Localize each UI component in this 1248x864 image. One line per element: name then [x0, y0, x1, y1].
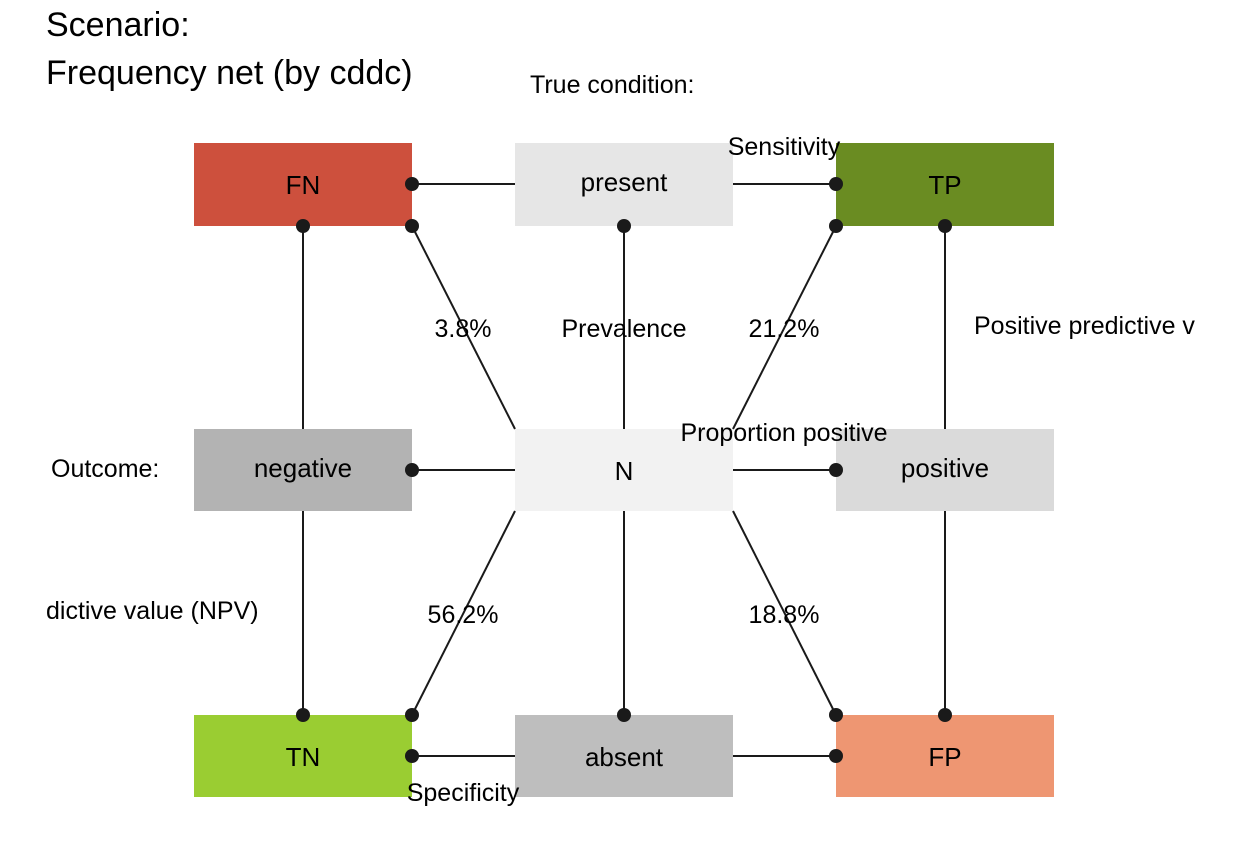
tp-percent-label: 21.2%	[749, 315, 820, 343]
dot-fp-left	[829, 749, 843, 763]
connector-dots	[296, 177, 952, 763]
box-fp-label: FP	[928, 742, 961, 772]
npv-label: dictive value (NPV)	[46, 597, 259, 625]
edge-n-tn	[411, 510, 516, 716]
edges	[302, 183, 946, 757]
dot-fn-bottom	[296, 219, 310, 233]
box-absent-label: absent	[585, 742, 664, 772]
box-fp	[836, 715, 1054, 797]
box-tn	[194, 715, 412, 797]
box-tp-label: TP	[928, 170, 961, 200]
dot-absent-top	[617, 708, 631, 722]
dot-fp-corner	[829, 708, 843, 722]
dot-present-bottom	[617, 219, 631, 233]
tn-percent-label: 56.2%	[428, 601, 499, 629]
box-tn-label: TN	[286, 742, 321, 772]
dot-tn-top	[296, 708, 310, 722]
sensitivity-label: Sensitivity	[728, 133, 841, 161]
edge-n-fp	[732, 510, 837, 716]
edge-n-tp	[732, 225, 837, 430]
dot-fn-corner	[405, 219, 419, 233]
fn-percent-label: 3.8%	[435, 315, 492, 343]
dot-negative-right	[405, 463, 419, 477]
nodes	[194, 143, 1054, 797]
title-line-2: Frequency net (by cddc)	[46, 54, 413, 92]
dot-tp-left	[829, 177, 843, 191]
node-labels: FN present TP negative N positive TN abs…	[254, 167, 989, 772]
box-negative-label: negative	[254, 453, 352, 483]
fp-percent-label: 18.8%	[749, 601, 820, 629]
ppv-label: Positive predictive v	[974, 312, 1195, 340]
box-n-label: N	[615, 456, 634, 486]
dot-positive-left	[829, 463, 843, 477]
box-n	[515, 429, 733, 511]
box-positive-label: positive	[901, 453, 989, 483]
box-present	[515, 143, 733, 226]
prevalence-label: Prevalence	[561, 315, 686, 343]
dot-tp-corner	[829, 219, 843, 233]
title-line-1: Scenario:	[46, 6, 190, 44]
box-absent	[515, 715, 733, 797]
outcome-label: Outcome:	[51, 455, 159, 483]
edge-n-fn	[411, 225, 516, 430]
dot-tp-bottom	[938, 219, 952, 233]
dot-fn-right	[405, 177, 419, 191]
box-present-label: present	[581, 167, 668, 197]
true-condition-label: True condition:	[530, 71, 694, 99]
box-positive	[836, 429, 1054, 511]
box-negative	[194, 429, 412, 511]
dot-fp-top	[938, 708, 952, 722]
proportion-positive-label: Proportion positive	[680, 419, 887, 447]
dot-tn-corner	[405, 708, 419, 722]
dot-tn-right	[405, 749, 419, 763]
box-tp	[836, 143, 1054, 226]
specificity-label: Specificity	[407, 779, 520, 807]
box-fn-label: FN	[286, 170, 321, 200]
box-fn	[194, 143, 412, 226]
